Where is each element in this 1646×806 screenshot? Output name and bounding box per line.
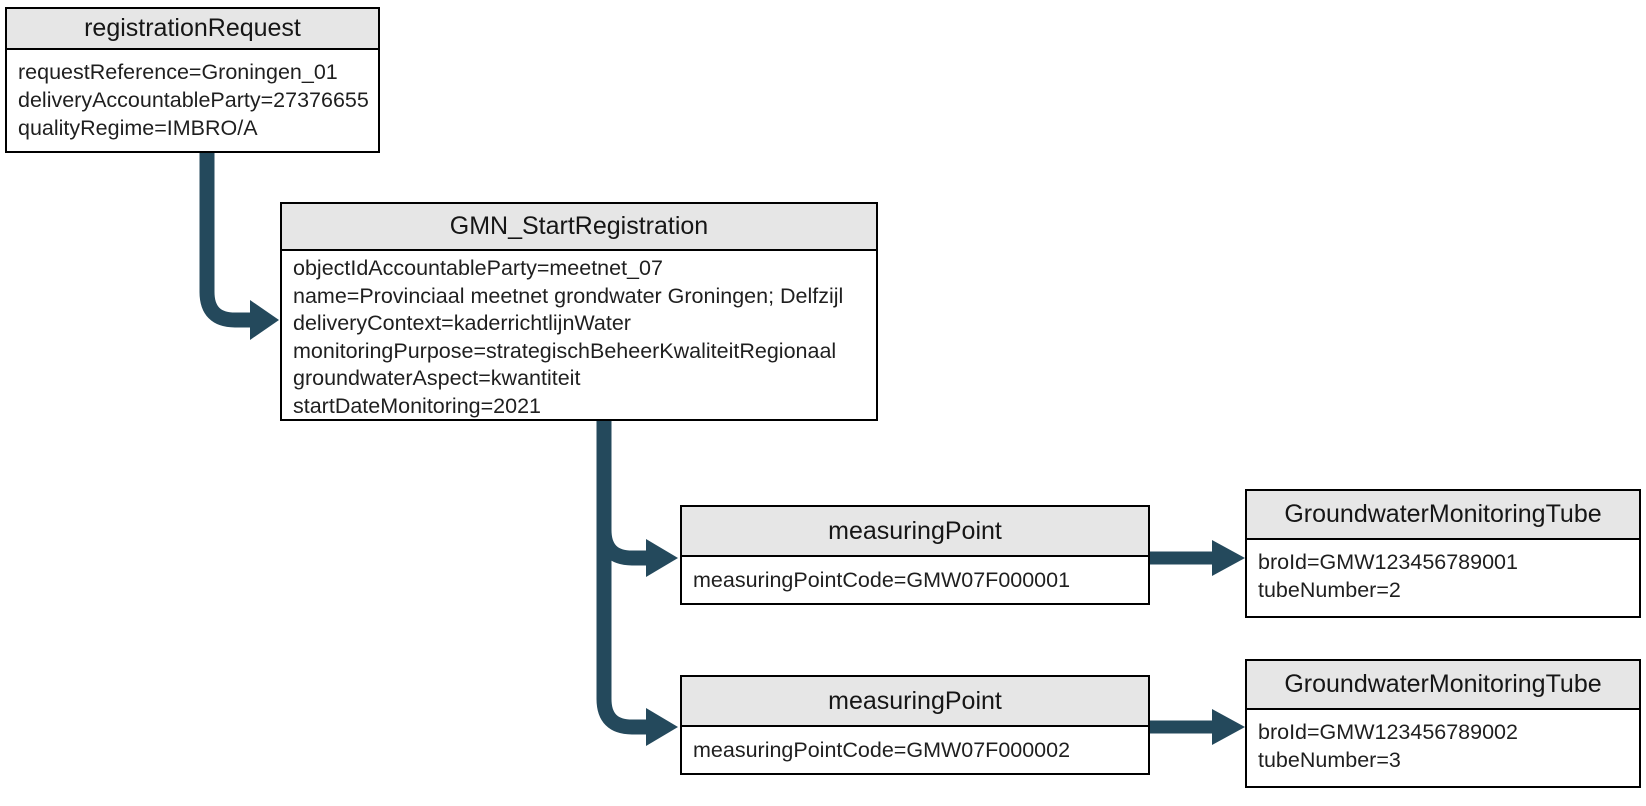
arrowhead-measuring-point-1-to-tube-1 (1212, 540, 1245, 576)
attribute-line: requestReference=Groningen_01 (18, 60, 338, 84)
node-groundwater-monitoring-tube-2-title: GroundwaterMonitoringTube (1247, 661, 1639, 710)
node-gmn-start-registration-attributes: objectIdAccountableParty=meetnet_07 name… (282, 251, 876, 420)
node-measuring-point-1: measuringPoint measuringPointCode=GMW07F… (680, 505, 1150, 605)
node-registration-request-attributes: requestReference=Groningen_01 deliveryAc… (7, 50, 378, 142)
node-registration-request-title: registrationRequest (7, 9, 378, 50)
arrowhead-measuring-point-2-to-tube-2 (1212, 709, 1245, 745)
attribute-line: groundwaterAspect=kwantiteit (293, 366, 581, 390)
attribute-line: measuringPointCode=GMW07F000001 (693, 568, 1071, 592)
attribute-line: qualityRegime=IMBRO/A (18, 116, 258, 140)
arrowhead-gmn-to-measuring-point-2 (646, 708, 678, 746)
node-groundwater-monitoring-tube-2: GroundwaterMonitoringTube broId=GMW12345… (1245, 659, 1641, 788)
arrow-gmn-to-measuring-point-2 (596, 421, 646, 735)
node-gmn-start-registration: GMN_StartRegistration objectIdAccountabl… (280, 202, 878, 421)
attribute-line: objectIdAccountableParty=meetnet_07 (293, 256, 663, 280)
attribute-line: tubeNumber=2 (1258, 578, 1401, 602)
attribute-line: broId=GMW123456789002 (1258, 720, 1518, 744)
attribute-line: deliveryContext=kaderrichtlijnWater (293, 311, 631, 335)
node-gmn-start-registration-title: GMN_StartRegistration (282, 204, 876, 251)
arrowhead-gmn-to-measuring-point-1 (646, 539, 678, 577)
attribute-line: deliveryAccountableParty=27376655 (18, 88, 369, 112)
node-groundwater-monitoring-tube-1-attributes: broId=GMW123456789001 tubeNumber=2 (1247, 540, 1639, 604)
attribute-line: name=Provinciaal meetnet grondwater Gron… (293, 283, 844, 308)
node-measuring-point-2: measuringPoint measuringPointCode=GMW07F… (680, 675, 1150, 775)
arrow-gmn-to-measuring-point-1 (596, 421, 646, 566)
node-groundwater-monitoring-tube-2-attributes: broId=GMW123456789002 tubeNumber=3 (1247, 710, 1639, 774)
node-measuring-point-1-attributes: measuringPointCode=GMW07F000001 (682, 557, 1148, 594)
attribute-line: measuringPointCode=GMW07F000002 (693, 738, 1071, 762)
attribute-line: monitoringPurpose=strategischBeheerKwali… (293, 338, 837, 363)
attribute-line: broId=GMW123456789001 (1258, 550, 1518, 574)
node-measuring-point-1-title: measuringPoint (682, 507, 1148, 557)
arrow-registration-to-gmn (199, 152, 252, 328)
node-groundwater-monitoring-tube-1: GroundwaterMonitoringTube broId=GMW12345… (1245, 489, 1641, 618)
attribute-line: tubeNumber=3 (1258, 748, 1401, 772)
node-measuring-point-2-attributes: measuringPointCode=GMW07F000002 (682, 727, 1148, 764)
attribute-line: startDateMonitoring=2021 (293, 393, 541, 418)
arrowhead-registration-to-gmn (250, 300, 279, 340)
node-registration-request: registrationRequest requestReference=Gro… (5, 7, 380, 153)
node-measuring-point-2-title: measuringPoint (682, 677, 1148, 727)
node-groundwater-monitoring-tube-1-title: GroundwaterMonitoringTube (1247, 491, 1639, 540)
